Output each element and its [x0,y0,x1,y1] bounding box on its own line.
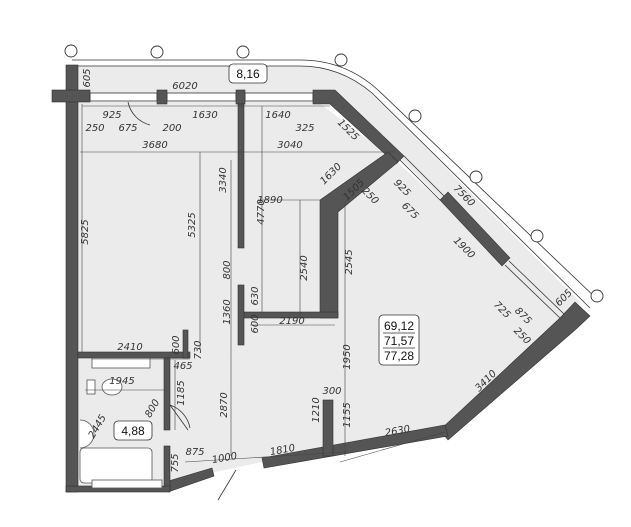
dimension-label: 3040 [277,140,302,151]
dimension-label: 2870 [219,392,230,417]
balcony-area: 8,16 [236,67,260,81]
dimension-label: 925 [102,110,121,121]
dimension-label: 1945 [109,376,134,387]
dimension-label: 1890 [257,195,282,206]
dimension-label: 1810 [269,443,296,458]
dimension-label: 1155 [342,402,353,427]
dimension-label: 4770 [256,199,267,224]
doors [127,101,237,501]
dimension-label: 465 [173,361,192,372]
dimension-label: 2540 [299,255,310,280]
dimension-label: 300 [322,386,341,397]
dimension-label: 3340 [218,167,229,192]
balcony-floor [78,66,580,318]
balcony-railing-inner [78,65,591,309]
bathroom-fixtures [79,357,163,489]
dimension-label: 250 [85,123,104,134]
dimension-label: 1185 [176,380,187,405]
dimension-label: 5825 [80,219,91,244]
toilet-icon [101,378,123,396]
total-area: 71,57 [384,334,414,348]
dimension-label: 2190 [279,316,304,327]
dimension-label: 600 [171,335,182,354]
dimension-label: 1000 [211,451,238,466]
dimension-label: 1950 [342,344,353,369]
bathroom-area-label: 4,88 [113,420,153,441]
dimension-label: 3680 [142,140,167,151]
balcony-railing [72,59,599,301]
total-area-with-balcony: 77,28 [384,349,414,363]
dimension-label: 600 [250,314,261,333]
dimension-label: 2545 [344,249,355,274]
dimension-label: 675 [118,123,137,134]
dimension-label: 2630 [384,424,411,439]
living-area: 69,12 [384,319,414,333]
dimension-label: 875 [185,447,204,458]
dimension-label: 800 [222,260,233,279]
balcony-area-label: 8,16 [228,63,268,84]
apartment-area-label: 69,12 71,57 77,28 [378,314,420,366]
dimension-lines [80,104,446,463]
dimension-label: 1360 [222,299,233,324]
dimension-label: 2410 [117,342,142,353]
dimension-label: 1630 [192,110,217,121]
bathroom-area: 4,88 [121,424,145,438]
axis-markers [64,44,604,303]
dimension-label: 1210 [311,397,322,422]
bathtub-icon [79,447,153,484]
dimension-label: 200 [162,123,181,134]
dimension-label: 5325 [187,212,198,237]
sink-icon [79,419,95,449]
dimension-label: 325 [295,123,314,134]
dimension-label: 1640 [265,110,290,121]
walls [51,64,591,493]
dimension-label: 605 [82,68,93,87]
dimension-label: 755 [170,453,181,472]
dimension-label: 6020 [172,81,197,92]
dimension-label: 630 [250,286,261,305]
dimension-label: 730 [193,340,204,359]
